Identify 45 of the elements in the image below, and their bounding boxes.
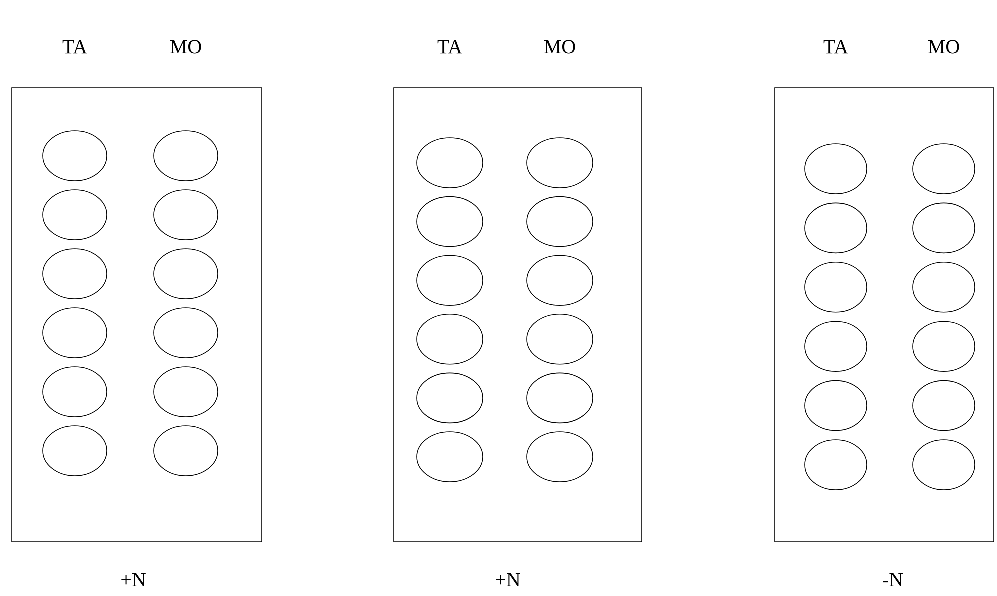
well-ellipse — [416, 196, 484, 248]
well-ellipse — [804, 202, 868, 254]
well-ellipse — [154, 248, 218, 300]
well-ellipse — [912, 380, 976, 432]
well-ellipse — [42, 130, 108, 182]
well-ellipse — [154, 308, 218, 358]
column-label: TA — [438, 40, 462, 54]
well-ellipse — [42, 248, 108, 300]
well-ellipse — [804, 144, 868, 194]
well-ellipse — [154, 190, 218, 240]
column-label: MO — [170, 40, 202, 54]
well-ellipse — [42, 366, 108, 418]
well-ellipse — [912, 262, 976, 313]
well-ellipse — [912, 144, 976, 194]
well-ellipse — [912, 440, 976, 490]
well-ellipse — [42, 190, 108, 240]
well-ellipse — [154, 130, 218, 182]
plate-label: +N — [122, 573, 146, 587]
well-ellipse — [416, 314, 484, 365]
well-ellipse — [416, 138, 484, 188]
well-ellipse — [416, 372, 484, 424]
well-ellipse — [526, 432, 594, 482]
column-label: MO — [928, 40, 960, 54]
well-ellipse — [912, 321, 976, 372]
well-ellipse — [804, 321, 868, 372]
well-ellipse — [154, 426, 218, 476]
column-label: TA — [62, 40, 88, 54]
well-ellipse — [416, 432, 484, 482]
well-ellipse — [526, 138, 594, 188]
well-ellipse — [526, 255, 594, 306]
well-ellipse — [804, 380, 868, 432]
well-ellipse — [912, 202, 976, 254]
plate-label: -N — [883, 573, 904, 587]
well-ellipse — [526, 196, 594, 248]
well-ellipse — [154, 366, 218, 418]
column-label: MO — [544, 40, 576, 54]
well-ellipse — [526, 372, 594, 424]
well-ellipse — [526, 314, 594, 365]
well-ellipse — [42, 426, 108, 476]
well-ellipse — [42, 308, 108, 358]
well-ellipse — [416, 255, 484, 306]
column-label: TA — [824, 40, 848, 54]
plate-label: +N — [496, 573, 520, 587]
well-ellipse — [804, 262, 868, 313]
well-ellipse — [804, 440, 868, 490]
